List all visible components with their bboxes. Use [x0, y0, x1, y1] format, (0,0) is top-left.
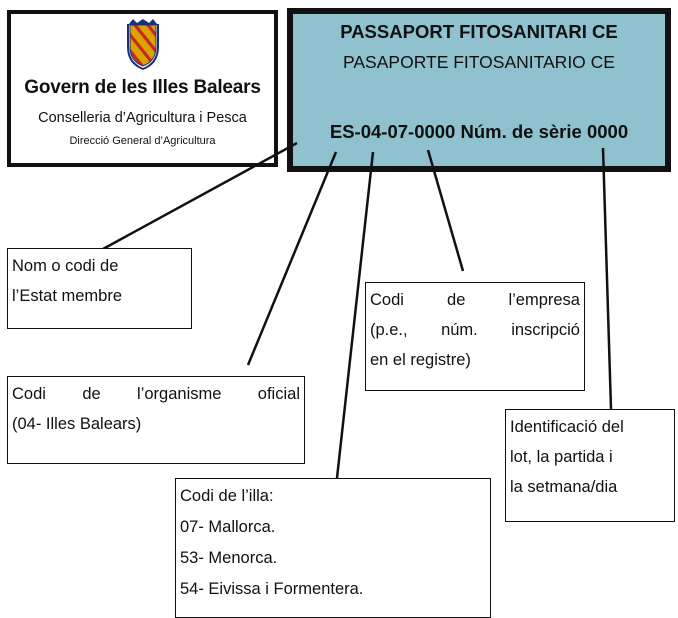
leader-line-member-state	[102, 141, 298, 251]
leader-line-official-body	[246, 151, 338, 366]
leader-line-company	[426, 149, 465, 272]
passport-subtitle: PASAPORTE FITOSANITARIO CE	[343, 52, 615, 72]
balearic-crest-icon	[127, 19, 159, 70]
leader-line-island	[335, 151, 375, 479]
leader-line-lot	[601, 147, 613, 410]
note-word: l’organisme	[137, 385, 222, 403]
note-line: Codi de l’empresa	[370, 285, 580, 315]
note-line: l’Estat membre	[12, 287, 123, 305]
note-line: Identificació del	[510, 418, 624, 436]
note-word: Codi	[12, 385, 46, 403]
note-line: (04- Illes Balears)	[12, 415, 142, 433]
department-name: Conselleria d’Agricultura i Pesca	[38, 110, 247, 126]
note-line: 54- Eivissa i Formentera.	[180, 580, 364, 598]
sub-department-name: Direcció General d’Agricultura	[69, 135, 216, 147]
organization-name: Govern de les Illes Balears	[24, 77, 261, 98]
note-word: núm.	[441, 321, 478, 339]
note-line: Codi de l’organisme oficial	[12, 379, 300, 409]
note-line: en el registre)	[370, 351, 471, 369]
passport-title: PASSAPORT FITOSANITARI CE	[340, 21, 618, 42]
note-word: inscripció	[511, 321, 580, 339]
note-line: Codi de l’illa:	[180, 487, 274, 505]
plant-passport-card: PASSAPORT FITOSANITARI CE PASAPORTE FITO…	[287, 8, 671, 172]
passport-code: ES-04-07-0000 Núm. de sèrie 0000	[329, 121, 629, 142]
note-line: 53- Menorca.	[180, 549, 278, 567]
government-logo-card: Govern de les Illes Balears Conselleria …	[7, 10, 278, 167]
note-line: la setmana/dia	[510, 478, 618, 496]
note-line: Nom o codi de	[12, 257, 119, 275]
note-member-state: Nom o codi de l’Estat membre	[7, 248, 192, 329]
note-word: oficial	[257, 385, 300, 403]
note-line: (p.e., núm. inscripció	[370, 315, 580, 345]
note-lot: Identificació del lot, la partida i la s…	[505, 409, 675, 522]
note-island: Codi de l’illa: 07- Mallorca. 53- Menorc…	[175, 478, 491, 618]
note-word: l’empresa	[508, 291, 580, 309]
note-word: de	[82, 385, 101, 403]
note-official-body: Codi de l’organisme oficial (04- Illes B…	[7, 376, 305, 464]
note-line: 07- Mallorca.	[180, 518, 276, 536]
note-word: de	[447, 291, 466, 309]
note-word: (p.e.,	[370, 321, 408, 339]
note-word: Codi	[370, 291, 404, 309]
note-line: lot, la partida i	[510, 448, 613, 466]
note-company: Codi de l’empresa (p.e., núm. inscripció…	[365, 282, 585, 391]
